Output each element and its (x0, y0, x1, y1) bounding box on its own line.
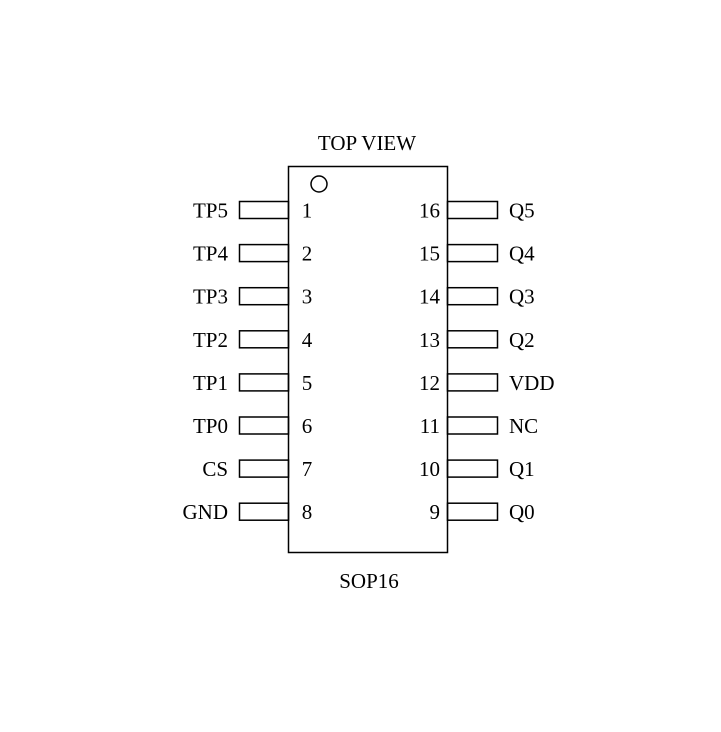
pin-lead (238, 459, 290, 478)
pin-lead (238, 200, 290, 220)
pin-lead (446, 373, 499, 392)
pin-13: 13 Q2 (419, 328, 535, 352)
pin-name-label: TP3 (193, 285, 228, 309)
pin-name-label: Q5 (509, 199, 535, 223)
pin-lead (446, 502, 499, 521)
pin-number-label: 9 (430, 500, 441, 524)
pin-number-label: 13 (419, 328, 440, 352)
pin-8: GND 8 (183, 500, 313, 524)
pin-name-label: Q2 (509, 328, 535, 352)
pin-lead (238, 286, 290, 306)
pin-name-label: GND (183, 500, 229, 524)
pin-6: TP0 6 (193, 414, 312, 438)
pin-number-label: 3 (302, 285, 313, 309)
pin-lead (238, 243, 290, 263)
pin-name-label: Q4 (509, 242, 535, 266)
pin-name-label: VDD (509, 371, 555, 395)
pin-name-label: TP5 (193, 199, 228, 223)
pin-10: 10 Q1 (419, 457, 535, 481)
pin-name-label: TP4 (193, 242, 229, 266)
pin-12: 12 VDD (419, 371, 555, 395)
pin-15: 15 Q4 (419, 242, 535, 266)
pin-number-label: 1 (302, 199, 313, 223)
pin-2: TP4 2 (193, 242, 312, 266)
pin-number-label: 16 (419, 199, 440, 223)
pin-name-label: CS (202, 457, 228, 481)
ic-body (287, 165, 449, 554)
pin-7: CS 7 (202, 457, 312, 481)
pin-11: 11 NC (420, 414, 538, 438)
pin-name-label: TP1 (193, 371, 228, 395)
pin-name-label: NC (509, 414, 538, 438)
pin-number-label: 2 (302, 242, 313, 266)
pin-number-label: 8 (302, 500, 313, 524)
pin-4: TP2 4 (193, 328, 313, 352)
pin-number-label: 14 (419, 285, 441, 309)
pin-3: TP3 3 (193, 285, 312, 309)
pin-5: TP1 5 (193, 371, 312, 395)
pin-lead (238, 502, 290, 521)
pin-9: 9 Q0 (430, 500, 535, 524)
pin-name-label: Q1 (509, 457, 535, 481)
right-pin-group: 16 Q5 15 Q4 14 Q3 13 Q2 12 VDD 11 NC 10 Q1 9 Q0 (419, 199, 555, 525)
pin-14: 14 Q3 (419, 285, 535, 309)
pin-1: TP5 1 (193, 199, 312, 223)
pin-lead (446, 416, 499, 435)
pin-lead (446, 286, 499, 306)
pin-number-label: 7 (302, 457, 313, 481)
pin-number-label: 10 (419, 457, 440, 481)
diagram-title: TOP VIEW (318, 131, 416, 155)
pin-lead (238, 416, 290, 435)
pin-number-label: 12 (419, 371, 440, 395)
pin-lead (238, 373, 290, 392)
pin-number-label: 11 (420, 414, 440, 438)
pin-name-label: TP2 (193, 328, 228, 352)
pin-lead (446, 200, 499, 220)
pin-number-label: 15 (419, 242, 440, 266)
pin-name-label: TP0 (193, 414, 228, 438)
pin-lead (446, 243, 499, 263)
pin-name-label: Q0 (509, 500, 535, 524)
pin-number-label: 5 (302, 371, 313, 395)
package-label: SOP16 (339, 569, 399, 593)
pin-lead (238, 330, 290, 349)
pin-lead (446, 330, 499, 349)
pin-lead (446, 459, 499, 478)
pin-number-label: 6 (302, 414, 313, 438)
pin-16: 16 Q5 (419, 199, 535, 223)
pin1-marker (310, 175, 328, 193)
pin-number-label: 4 (302, 328, 313, 352)
pin-name-label: Q3 (509, 285, 535, 309)
